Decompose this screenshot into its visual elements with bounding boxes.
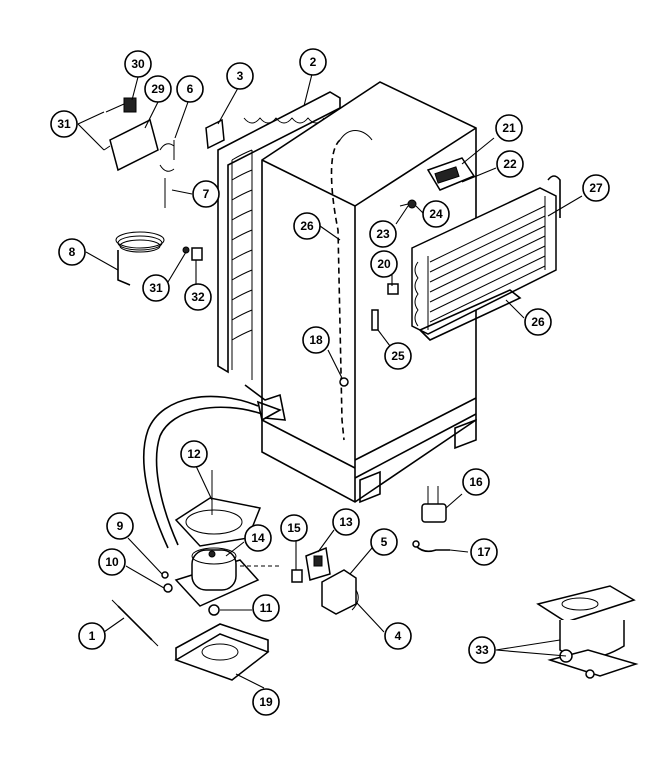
svg-text:24: 24 (429, 207, 443, 221)
leader-lines (77, 73, 583, 689)
relay-and-overload (291, 546, 359, 615)
callout-1: 1 (78, 622, 106, 650)
svg-text:26: 26 (300, 219, 314, 233)
svg-text:20: 20 (377, 257, 391, 271)
callout-4: 4 (384, 622, 412, 650)
callout-31-mid: 31 (142, 274, 170, 302)
svg-text:15: 15 (287, 521, 301, 535)
callout-7: 7 (192, 180, 220, 208)
svg-text:11: 11 (260, 601, 273, 615)
svg-text:31: 31 (149, 281, 163, 295)
evaporator-coil (411, 175, 561, 341)
compressor-mount (174, 623, 270, 681)
svg-text:6: 6 (187, 82, 194, 96)
svg-text:12: 12 (187, 447, 201, 461)
callout-25: 25 (384, 342, 412, 370)
svg-text:31: 31 (57, 117, 71, 131)
svg-text:1: 1 (89, 629, 96, 643)
svg-text:25: 25 (391, 349, 405, 363)
callout-8: 8 (58, 238, 86, 266)
svg-text:3: 3 (237, 69, 244, 83)
callout-27: 27 (582, 174, 610, 202)
svg-text:2: 2 (310, 55, 317, 69)
callout-15: 15 (280, 514, 308, 542)
condenser-coil (217, 91, 341, 421)
svg-text:32: 32 (191, 290, 205, 304)
callout-14: 14 (244, 524, 272, 552)
compressor (161, 547, 280, 616)
svg-text:30: 30 (131, 57, 145, 71)
drain-tube-arrow (143, 395, 282, 549)
callout-16: 16 (462, 468, 490, 496)
svg-text:17: 17 (477, 545, 491, 559)
svg-text:18: 18 (309, 333, 323, 347)
callout-33: 33 (468, 636, 496, 664)
callout-5: 5 (370, 528, 398, 556)
replacement-compressor (536, 585, 639, 679)
svg-text:16: 16 (469, 475, 483, 489)
callout-17: 17 (470, 538, 498, 566)
wire-harness (412, 540, 450, 553)
svg-text:19: 19 (259, 695, 273, 709)
callout-29: 29 (144, 75, 172, 103)
callout-9: 9 (106, 512, 134, 540)
callout-21: 21 (495, 114, 523, 142)
svg-text:27: 27 (589, 181, 603, 195)
power-cord (115, 231, 165, 286)
svg-text:10: 10 (105, 555, 119, 569)
refrigerator-cabinet (261, 81, 477, 504)
svg-text:9: 9 (117, 519, 124, 533)
svg-text:13: 13 (339, 515, 353, 529)
svg-text:4: 4 (395, 629, 402, 643)
callout-3: 3 (226, 62, 254, 90)
svg-text:29: 29 (151, 82, 165, 96)
evaporator-fan-assembly (426, 157, 476, 191)
callout-26-upper: 26 (293, 212, 321, 240)
small-components (339, 199, 417, 387)
callout-12: 12 (180, 440, 208, 468)
top-left-parts (103, 97, 225, 261)
callout-22: 22 (496, 150, 524, 178)
svg-text:22: 22 (503, 157, 517, 171)
svg-text:5: 5 (381, 535, 388, 549)
svg-text:33: 33 (475, 643, 489, 657)
callout-32: 32 (184, 283, 212, 311)
callout-26-lower: 26 (524, 308, 552, 336)
svg-text:8: 8 (69, 245, 76, 259)
svg-text:7: 7 (203, 187, 210, 201)
callout-20: 20 (370, 250, 398, 278)
filter-drier (111, 599, 159, 647)
capacitor (421, 486, 447, 523)
callout-31-top: 31 (50, 110, 78, 138)
drain-pan (174, 470, 262, 547)
callout-30: 30 (124, 50, 152, 78)
callout-2: 2 (299, 48, 327, 76)
callout-24: 24 (422, 200, 450, 228)
svg-text:21: 21 (502, 121, 516, 135)
svg-text:23: 23 (376, 227, 390, 241)
callout-23: 23 (369, 220, 397, 248)
callout-13: 13 (332, 508, 360, 536)
callout-18: 18 (302, 326, 330, 354)
callout-6: 6 (176, 75, 204, 103)
callout-19: 19 (252, 688, 280, 716)
callout-11: 11 (252, 594, 280, 622)
svg-text:14: 14 (251, 531, 265, 545)
callout-10: 10 (98, 548, 126, 576)
svg-text:26: 26 (531, 315, 545, 329)
